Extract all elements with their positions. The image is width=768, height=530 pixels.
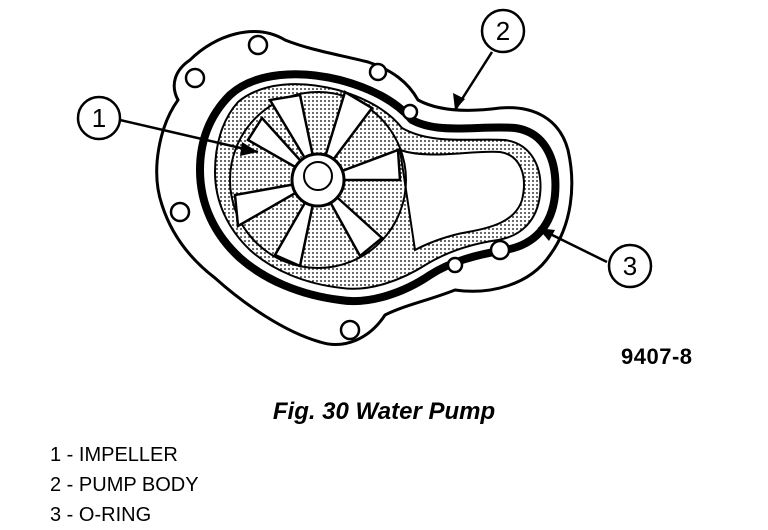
legend-label: IMPELLER xyxy=(78,444,178,466)
leader-arrowhead xyxy=(240,142,258,156)
leader-arrowhead xyxy=(453,93,465,110)
callout-1-number: 1 xyxy=(92,103,106,133)
legend-number: 1 xyxy=(50,444,62,466)
legend-label: PUMP BODY xyxy=(78,474,199,496)
callout-2: 2 xyxy=(480,8,526,54)
legend-number: 2 xyxy=(50,474,62,496)
legend-item: 1 - IMPELLER xyxy=(50,444,178,466)
figure-caption: Fig. 30 Water Pump xyxy=(272,398,496,425)
legend-label: O-RING xyxy=(78,504,152,526)
legend-number: 3 xyxy=(50,504,62,526)
figure-code: 9407-8 xyxy=(621,344,693,369)
leader-arrowhead xyxy=(538,228,555,241)
legend-item: 2 - PUMP BODY xyxy=(50,474,199,496)
impeller xyxy=(229,90,407,269)
callout-2-number: 2 xyxy=(496,16,510,46)
bolt-holes xyxy=(169,34,511,341)
outlet-passage xyxy=(398,148,525,252)
parts-legend: 1 - IMPELLER 2 - PUMP BODY 3 - O-RING xyxy=(50,440,199,530)
water-pump-diagram: 1 2 3 xyxy=(76,8,653,346)
legend-item: 3 - O-RING xyxy=(50,504,152,526)
callout-3-number: 3 xyxy=(623,251,637,281)
callout-3: 3 xyxy=(607,243,653,289)
callout-1: 1 xyxy=(76,95,122,141)
